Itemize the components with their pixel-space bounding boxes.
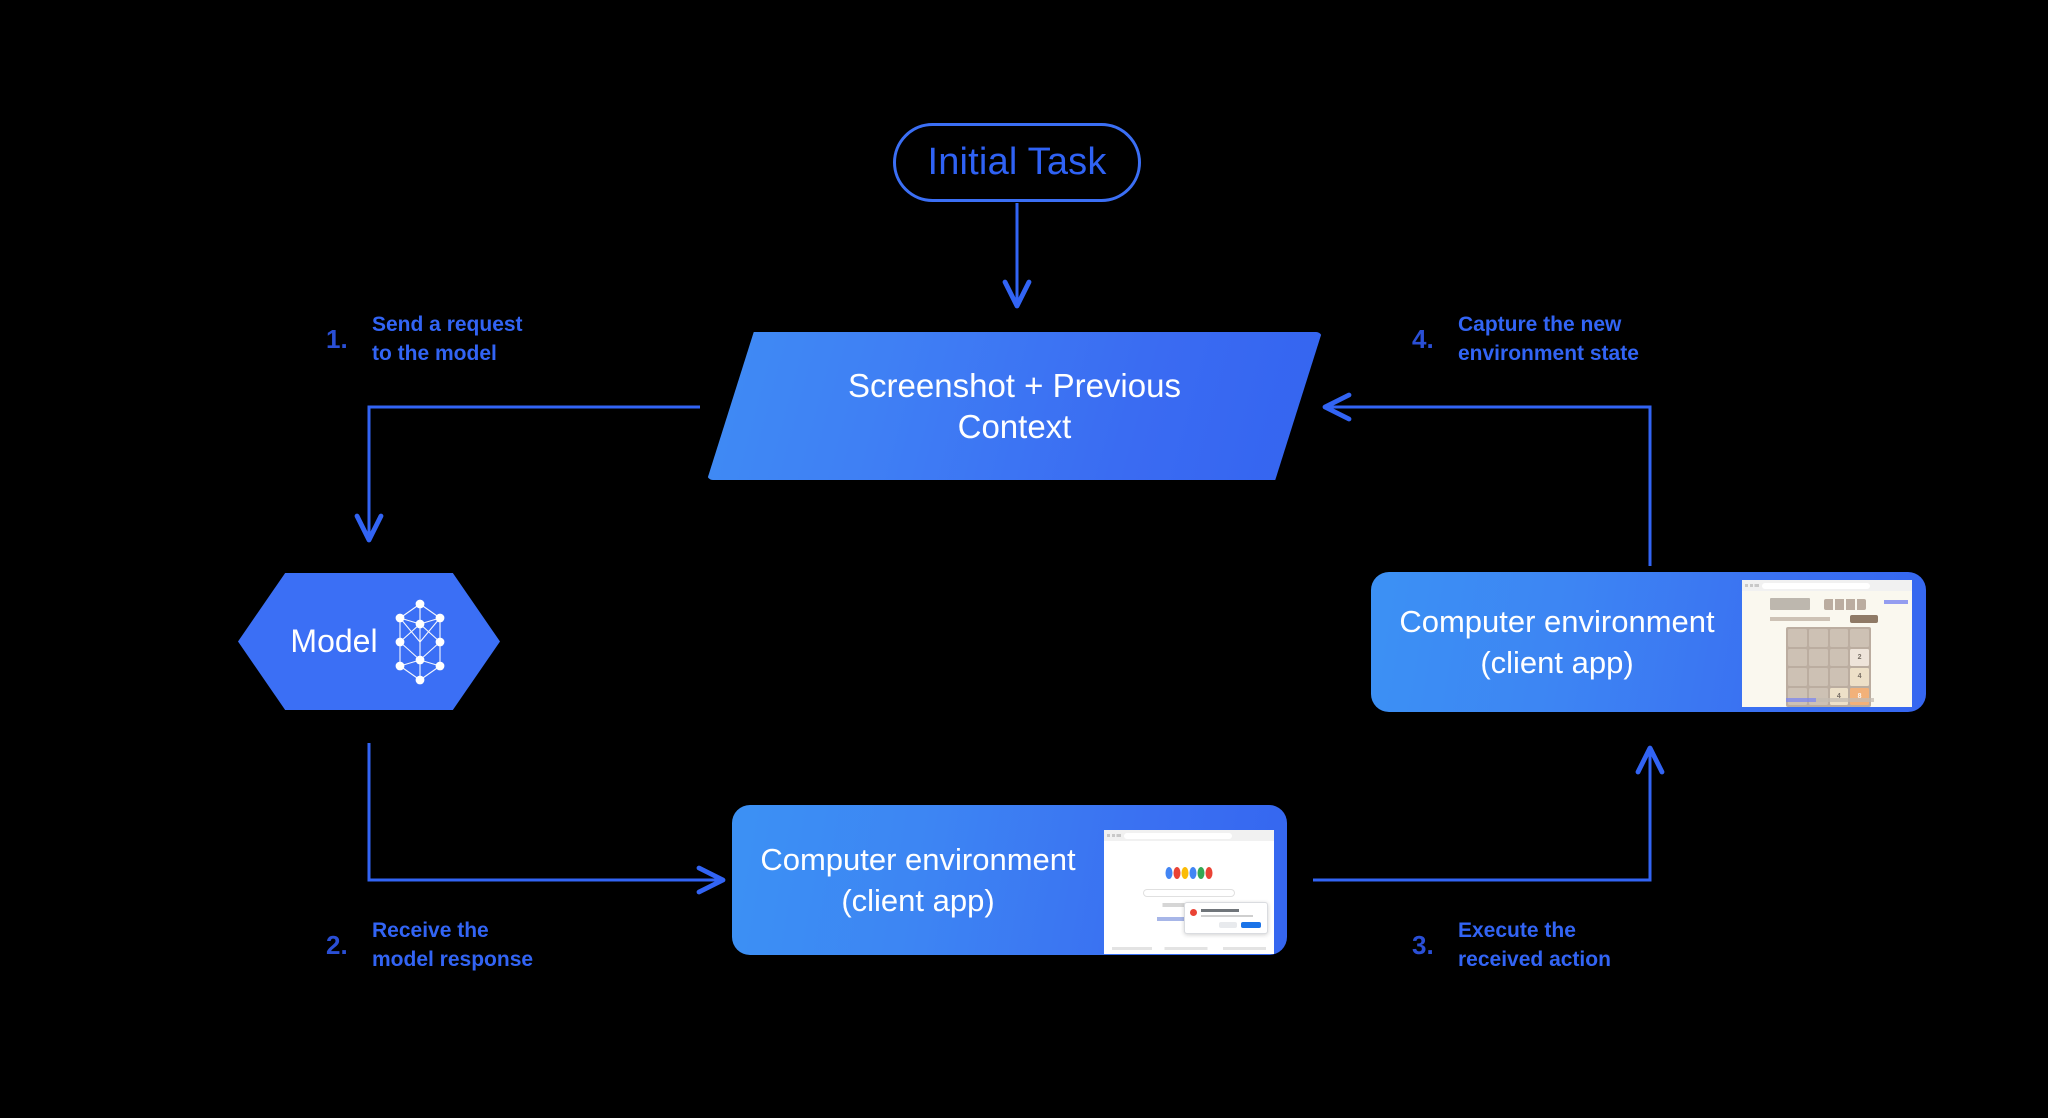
step-3-text: Execute the received action (1458, 919, 1611, 971)
browser-url-bar (1762, 582, 1870, 589)
parallelogram-shape (707, 332, 1322, 480)
google-footer-links (1112, 947, 1266, 950)
browser-nav-dots (1745, 584, 1759, 587)
context-label-line2: Context (957, 408, 1072, 445)
game-2048-tile: 4 (1829, 687, 1849, 705)
env-right-label-line1: Computer environment (1399, 604, 1715, 639)
initial-task-label: Initial Task (927, 141, 1107, 183)
game-2048-tile (1850, 629, 1869, 647)
context-label-group: Screenshot + Previous Context (707, 332, 1322, 480)
game-2048-new-game-button (1850, 615, 1878, 623)
step-3-number: 3. (1412, 929, 1434, 960)
model-content: Model (238, 573, 500, 710)
game-2048-tile (1788, 668, 1807, 686)
node-model[interactable]: Model (238, 573, 500, 710)
thumbnail-google-search (1104, 830, 1274, 954)
game-2048-grid: 2 4 4 8 (1786, 627, 1871, 707)
game-2048-tile: 8 (1850, 687, 1869, 705)
thumbnail-2048-game: 2 4 4 8 (1742, 580, 1912, 707)
step-1-text: Send a request to the model (372, 313, 523, 365)
connector-model-to-env-bottom (367, 743, 726, 895)
game-2048-header (1770, 597, 1908, 614)
game-2048-tile: 4 (1850, 668, 1869, 686)
env-right-label-line2: (client app) (1480, 645, 1634, 680)
node-initial-task[interactable]: Initial Task (893, 123, 1141, 202)
step-1-annotation: 1. Send a request to the model (326, 310, 523, 368)
game-2048-header-links (1884, 600, 1908, 604)
step-2-annotation: 2. Receive the model response (326, 916, 533, 974)
env-bottom-label: Computer environment (client app) (738, 839, 1098, 921)
step-4-number: 4. (1412, 323, 1434, 354)
game-2048-tile (1808, 629, 1828, 647)
game-2048-footer (1786, 698, 1874, 702)
google-search-page (1104, 841, 1274, 954)
browser-nav-dots (1107, 834, 1121, 837)
game-2048-tile (1788, 648, 1807, 666)
step-4-text: Capture the new environment state (1458, 313, 1639, 365)
google-search-button (1162, 903, 1185, 907)
step-4-annotation: 4. Capture the new environment state (1412, 310, 1639, 368)
game-2048-title (1770, 598, 1810, 610)
connector-context-to-model (354, 405, 700, 543)
game-2048-tile (1808, 687, 1828, 705)
hexagon-shape (238, 573, 500, 710)
env-right-label: Computer environment (client app) (1377, 601, 1737, 683)
game-2048-tile (1829, 629, 1849, 647)
game-2048-tile (1788, 629, 1807, 647)
dialog-primary-button (1241, 922, 1261, 928)
env-bottom-label-line2: (client app) (841, 883, 995, 918)
game-2048-tile (1808, 648, 1828, 666)
game-2048-tile: 2 (1850, 648, 1869, 666)
connector-env-right-to-context (1322, 392, 1652, 566)
node-screenshot-previous-context[interactable]: Screenshot + Previous Context (707, 332, 1322, 480)
game-2048-score-boxes (1824, 599, 1866, 610)
node-computer-environment-bottom[interactable]: Computer environment (client app) (732, 805, 1287, 955)
google-signin-dialog (1184, 902, 1268, 934)
connector-env-bottom-to-env-right (1313, 745, 1665, 882)
step-3-annotation: 3. Execute the received action (1412, 916, 1611, 974)
dialog-app-icon (1190, 909, 1197, 916)
step-1-number: 1. (326, 323, 348, 354)
dialog-title-text (1201, 909, 1239, 912)
dialog-body-text (1201, 915, 1253, 917)
context-label-line1: Screenshot + Previous (848, 367, 1181, 404)
game-2048-page: 2 4 4 8 (1742, 591, 1912, 707)
model-label: Model (290, 623, 378, 659)
game-2048-tile (1808, 668, 1828, 686)
game-2048-tile (1829, 648, 1849, 666)
browser-url-bar (1124, 832, 1232, 839)
dialog-secondary-button (1219, 922, 1237, 928)
game-2048-tile (1788, 687, 1807, 705)
step-2-number: 2. (326, 929, 348, 960)
neural-network-icon (395, 599, 444, 684)
google-logo (1165, 867, 1213, 879)
game-2048-tile (1829, 668, 1849, 686)
env-bottom-label-line1: Computer environment (760, 842, 1076, 877)
step-2-text: Receive the model response (372, 919, 534, 971)
game-2048-subtitle (1770, 617, 1830, 621)
node-computer-environment-right[interactable]: Computer environment (client app) (1371, 572, 1926, 712)
google-search-box (1143, 889, 1235, 897)
